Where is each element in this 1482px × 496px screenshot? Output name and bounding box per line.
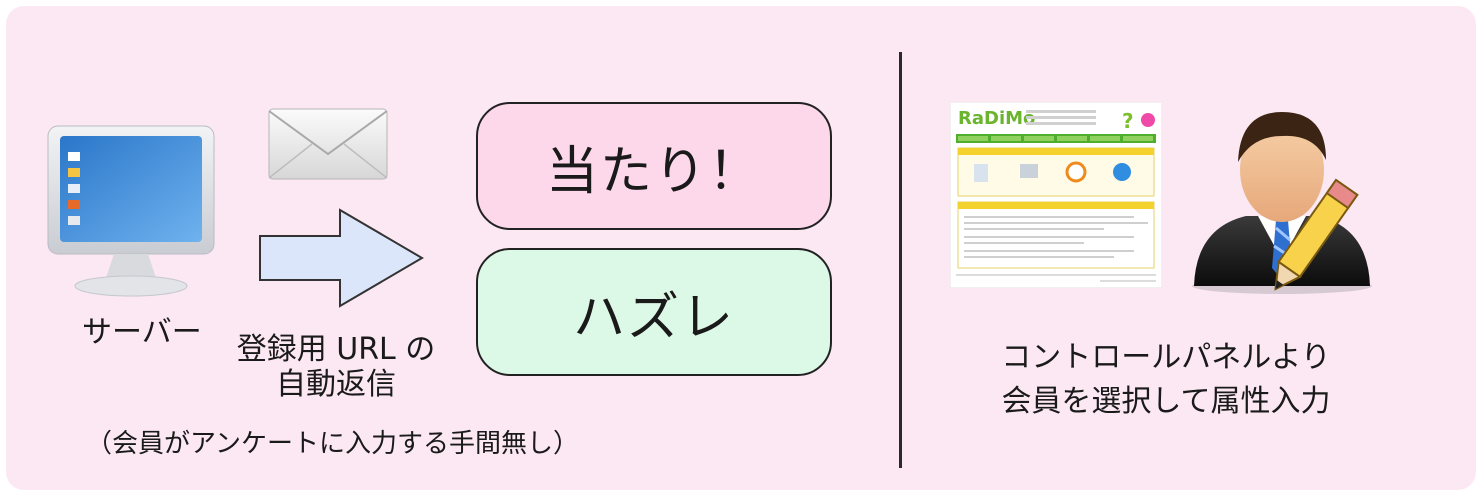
section-divider [899, 52, 902, 468]
envelope-icon [266, 106, 390, 184]
monitor-icon [44, 122, 218, 302]
svg-text:?: ? [1122, 109, 1134, 133]
mail-label-line1: 登録用 URL の [236, 332, 436, 367]
lose-result-box: ハズレ [476, 248, 832, 376]
control-panel-screenshot: RaDiMo ? [950, 102, 1162, 288]
businessman-with-pencil-icon [1186, 100, 1406, 296]
control-panel-caption-line2: 会員を選択して属性入力 [1001, 384, 1331, 419]
mail-label-line2: 自動返信 [276, 367, 396, 402]
win-result-box: 当たり！ [476, 102, 832, 230]
arrow-right-icon [256, 206, 428, 310]
server-label: サーバー [82, 315, 202, 350]
lose-result-text: ハズレ [572, 287, 735, 348]
control-panel-caption-line1: コントロールパネルより [1001, 340, 1331, 375]
win-result-text: 当たり！ [545, 141, 762, 202]
screenshot-logo: RaDiMo [958, 108, 1035, 129]
note-text: （会員がアンケートに入力する手間無し） [86, 429, 579, 459]
